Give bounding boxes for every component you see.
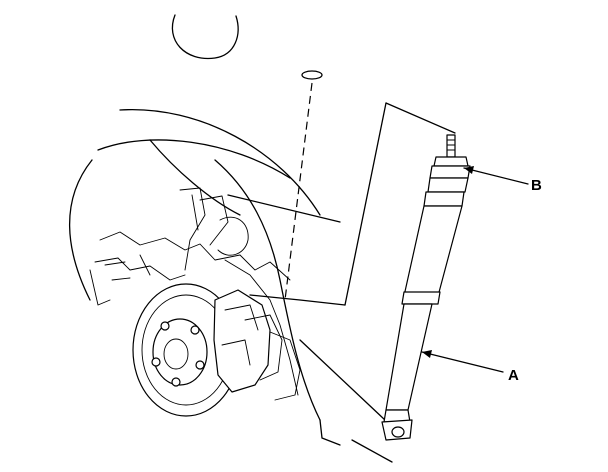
lower-body-lines (249, 294, 386, 446)
brake-rotor (132, 283, 240, 417)
knuckle-assembly (89, 187, 301, 401)
callout-b-label: B (531, 177, 542, 194)
brake-caliper (213, 289, 283, 393)
shock-absorber (381, 134, 471, 441)
callout-b-leader (463, 166, 529, 185)
washer (301, 70, 323, 80)
install-guide-line (284, 82, 313, 301)
callout-a-leader (421, 350, 504, 373)
callout-a-label: A (508, 367, 519, 384)
body-outline (69, 14, 341, 421)
mount-leader-lines (344, 102, 456, 463)
